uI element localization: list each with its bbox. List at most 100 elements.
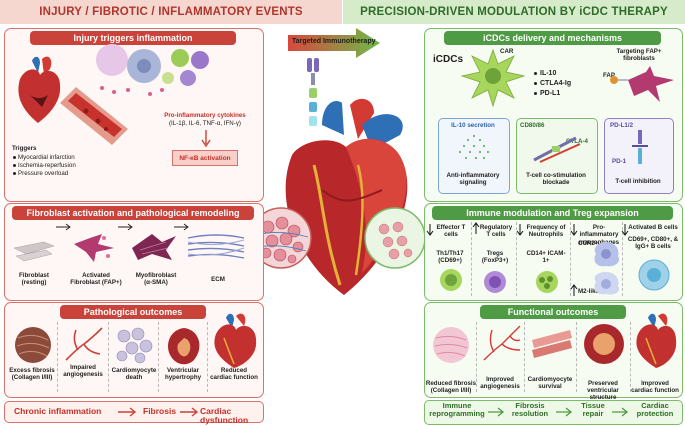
reduced-cardiac-function-icon (214, 313, 257, 368)
outcome-label: Excess fibrosis (9, 367, 55, 374)
molecule-item: PD-L1 (540, 90, 561, 97)
divider (471, 222, 472, 296)
divider (57, 322, 58, 392)
mechanism-footer: T-cell inhibition (615, 178, 661, 185)
outcome-label: Ventricular (167, 367, 199, 374)
immune-col-bottom: Th1/Th17 (CD69+) (436, 250, 464, 265)
trigger-bullet (13, 172, 16, 175)
heart-illustration (285, 98, 408, 295)
reduced-fibrosis-icon (433, 327, 469, 363)
impaired-angiogenesis-icon (65, 327, 103, 361)
flow-fibrosis-resolution: Fibrosis resolution (511, 401, 549, 419)
triggers-title: Triggers (12, 145, 37, 152)
molecule-bullet (534, 92, 537, 95)
immune-col-bottom: M2-like (578, 288, 599, 295)
trigger-item: Pressure overload (18, 170, 69, 177)
trigger-item: Myocardial infarction (18, 154, 75, 161)
flow-arrow (488, 407, 505, 417)
il10-secretion-dots (459, 135, 489, 159)
preserved-ventricle-icon (584, 324, 624, 364)
cardiomyocyte-survival-icon (532, 330, 572, 358)
b-cell-icon (638, 259, 670, 291)
divider (570, 222, 571, 296)
trigger-item: Ischemia-reperfusion (18, 162, 76, 169)
outcome-label: Reduced (220, 367, 248, 374)
mechanism-il10-box (438, 118, 510, 194)
immune-col-mid: CCR2+ (578, 240, 599, 247)
immune-col-top: Pro-inflammatory macrophages (578, 224, 620, 246)
outcome-label: cardiac function (210, 374, 258, 381)
flow-tissue-repair: Tissue repair (581, 401, 605, 419)
immune-col-top: Activated B cells (628, 224, 678, 231)
functional-title: Functional outcomes (480, 305, 626, 319)
nfkb-arrow (201, 130, 211, 148)
functional-label: Improved (641, 380, 669, 387)
divider (630, 322, 631, 392)
immune-col-top: Effector T cells (436, 224, 466, 239)
functional-label: Preserved (588, 380, 618, 387)
injury-title: Injury triggers inflammation (30, 31, 236, 45)
fibrotic-tissue-circle (250, 207, 312, 269)
functional-label: Improved (486, 376, 514, 383)
flow-chronic-inflammation: Chronic inflammation (14, 406, 102, 416)
cytokines-title: Pro-inflammatory cytokines (164, 112, 246, 119)
immune-col-bottom: CD69+, CD80+, & IgG+ B cells (627, 236, 679, 251)
functional-label: angiogenesis (480, 383, 520, 390)
mechanism-side: CTLA-4 (566, 138, 588, 145)
target-label: Targeting FAP+ fibroblasts (616, 48, 662, 63)
flow-arrow (612, 407, 629, 417)
pathological-title: Pathological outcomes (60, 305, 206, 319)
treg-cell-icon (484, 271, 506, 293)
outcome-label: death (125, 374, 143, 381)
excess-fibrosis-icon (15, 327, 51, 363)
activated-fibroblast-icon (74, 234, 114, 262)
blood-vessel-icon (60, 87, 128, 145)
immune-cells-cluster-icon (96, 44, 209, 96)
outcome-label: Impaired (70, 364, 96, 371)
cytokines-list: (IL-1β, IL-6, TNF-α, IFN-γ) (169, 120, 241, 127)
arrow-label: Targeted Immunotherapy (292, 38, 376, 45)
icdc-dendritic-cell-icon (460, 48, 526, 108)
mechanism-footer: T-cell co-stimulation blockade (526, 172, 586, 187)
flow-immune-reprogramming: Immune reprogramming (429, 401, 485, 419)
mechanism-header: PD-L1/2 (610, 122, 634, 129)
targeted-immunotherapy-arrow (288, 28, 380, 58)
stage-name: Activated (82, 272, 110, 279)
macrophage-icons (594, 242, 620, 295)
effector-t-cell-icon (440, 269, 462, 291)
fibroblast-title: Fibroblast activation and pathological r… (12, 206, 254, 220)
immune-col-top: Frequency of Neutrophils (526, 224, 566, 239)
functional-label: Cardiomyocyte (527, 376, 573, 383)
molecule-bullet (534, 82, 537, 85)
immune-col-top: Regulatory T cells (479, 224, 513, 239)
flow-arrow (556, 407, 573, 417)
cardiomyocyte-death-icon (116, 327, 153, 364)
mechanism-side: PD-1 (612, 158, 627, 165)
fap-fibroblast-icon (610, 66, 674, 102)
stage-sub: (α-SMA) (144, 279, 168, 286)
immune-col-bottom: CD14+ ICAM-1+ (526, 250, 566, 265)
improved-cardiac-function-icon (636, 313, 677, 368)
molecule-bullet (534, 72, 537, 75)
trigger-bullet (13, 164, 16, 167)
flow-fibrosis: Fibrosis (143, 406, 177, 416)
stage-sub: Fibroblast (FAP+) (70, 279, 122, 286)
divider (576, 322, 577, 392)
fap-label: FAP (603, 72, 616, 79)
fibroblast-progress-arrows (56, 223, 189, 231)
mechanism-footer: Anti-inflammatory signaling (446, 172, 500, 187)
injured-heart-icon (18, 56, 61, 123)
ecm-fibers-icon (187, 234, 245, 259)
immune-trend-arrows (426, 222, 629, 296)
divider (622, 222, 623, 296)
divider (207, 322, 208, 392)
icdc-cell-label: iCDCs (433, 54, 464, 65)
stage-sub: (resting) (21, 279, 47, 286)
immune-col-bottom: Tregs (FoxP3+) (481, 250, 509, 265)
mechanism-header: CD80/86 (520, 122, 545, 129)
functional-label: survival (538, 383, 562, 390)
divider (524, 322, 525, 392)
divider (158, 322, 159, 392)
outcome-label: hypertrophy (164, 374, 202, 381)
functional-label: ventricular structure (587, 387, 619, 402)
